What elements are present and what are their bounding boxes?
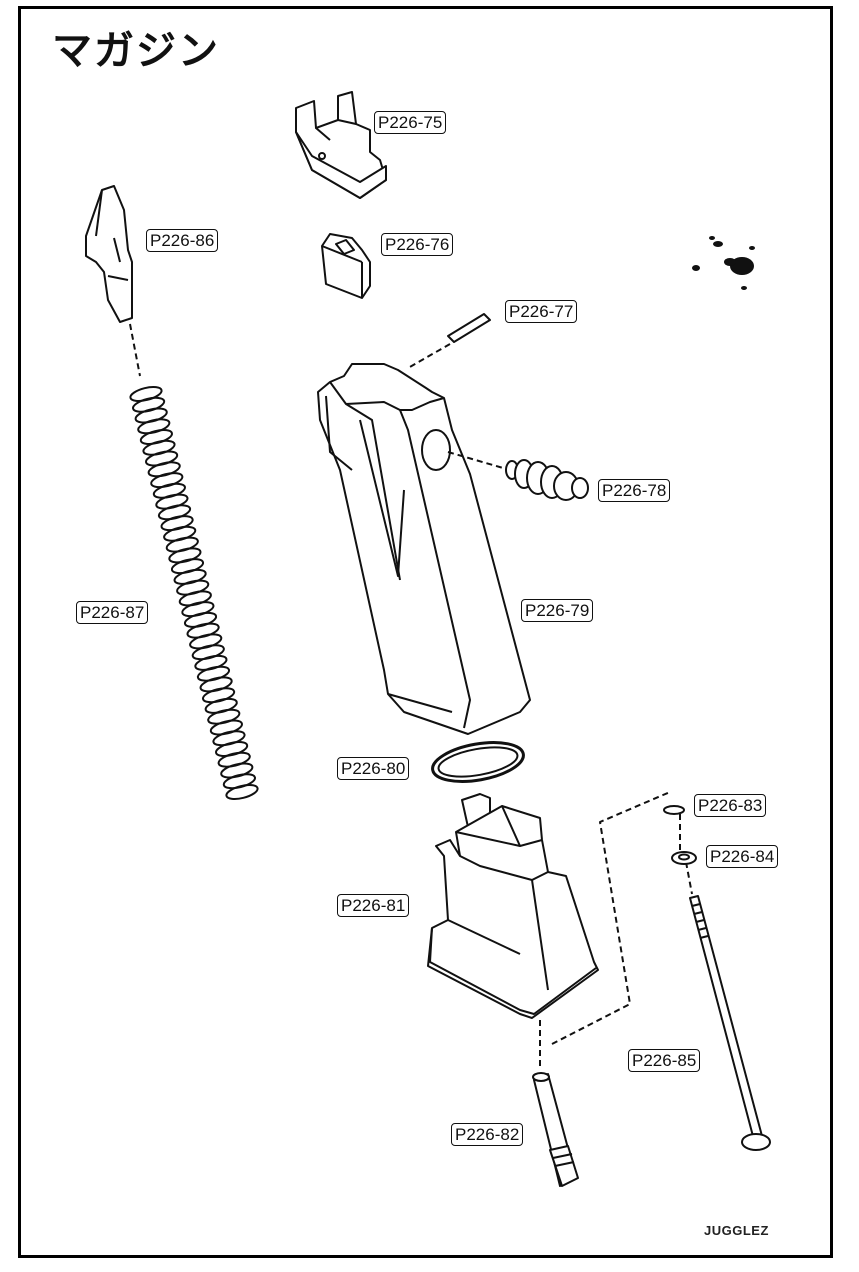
spring-coil bbox=[168, 547, 202, 564]
spring-coil bbox=[147, 461, 181, 478]
spring-coil bbox=[134, 407, 168, 424]
part-p226-79-magazine-body bbox=[317, 363, 531, 735]
spring-coil bbox=[181, 601, 215, 618]
label-p226-86: P226-86 bbox=[146, 229, 219, 252]
spring-coil bbox=[132, 396, 166, 413]
part-p226-84-washer bbox=[671, 851, 697, 865]
diagram-frame bbox=[18, 6, 833, 1258]
spring-coil bbox=[137, 418, 171, 435]
spring-coil bbox=[152, 482, 186, 499]
spring-coil bbox=[176, 579, 210, 596]
part-p226-82-guide-tube bbox=[532, 1072, 579, 1187]
label-p226-76: P226-76 bbox=[381, 233, 454, 256]
part-p226-80-o-ring bbox=[431, 741, 525, 783]
spring-coil bbox=[139, 429, 173, 445]
spring-coil bbox=[202, 687, 236, 704]
part-p226-76-block bbox=[321, 233, 371, 299]
spring-coil bbox=[209, 719, 243, 736]
spring-coil bbox=[225, 784, 259, 800]
part-p226-86-follower bbox=[85, 185, 133, 323]
spring-coil bbox=[207, 708, 241, 725]
spring-coil bbox=[183, 611, 218, 628]
label-p226-85: P226-85 bbox=[628, 1049, 701, 1072]
spring-coil bbox=[204, 697, 238, 714]
label-p226-75: P226-75 bbox=[374, 111, 447, 134]
part-p226-85-long-screw bbox=[689, 895, 771, 1151]
spring-coil bbox=[194, 654, 228, 671]
label-p226-81: P226-81 bbox=[337, 894, 410, 917]
label-p226-79: P226-79 bbox=[521, 599, 594, 622]
spring-coil bbox=[196, 665, 231, 682]
label-p226-87: P226-87 bbox=[76, 601, 149, 624]
spring-coil bbox=[215, 741, 249, 757]
spring-coil bbox=[160, 515, 194, 532]
spring-coil bbox=[191, 644, 225, 661]
spring-coil bbox=[189, 633, 223, 650]
credit-watermark: JUGGLEZ bbox=[704, 1223, 769, 1238]
label-p226-78: P226-78 bbox=[598, 479, 671, 502]
spring-coil bbox=[222, 773, 256, 790]
spring-coil bbox=[199, 676, 233, 693]
spring-coil bbox=[212, 730, 246, 747]
diagram-title: マガジン bbox=[52, 28, 220, 74]
spring-coil bbox=[165, 536, 199, 553]
part-p226-75-lip-block bbox=[295, 91, 387, 199]
spring-coil bbox=[150, 472, 184, 489]
part-p226-83-small-ring bbox=[663, 805, 685, 815]
spring-coil bbox=[155, 493, 189, 510]
label-p226-84: P226-84 bbox=[706, 845, 779, 868]
label-p226-82: P226-82 bbox=[451, 1123, 524, 1146]
spring-coil bbox=[173, 568, 207, 585]
label-p226-83: P226-83 bbox=[694, 794, 767, 817]
spring-coil bbox=[142, 439, 176, 456]
spring-coil bbox=[129, 386, 163, 402]
part-p226-87-spring bbox=[129, 386, 259, 800]
spring-coil bbox=[217, 751, 251, 768]
leader-lines bbox=[129, 323, 693, 1070]
spring-coil bbox=[170, 558, 205, 575]
label-p226-80: P226-80 bbox=[337, 757, 410, 780]
ink-smudge bbox=[692, 236, 755, 290]
spring-coil bbox=[186, 622, 220, 639]
part-p226-81-base-plate bbox=[427, 793, 599, 1019]
spring-coil bbox=[157, 504, 192, 521]
spring-coil bbox=[220, 762, 254, 779]
label-p226-77: P226-77 bbox=[505, 300, 578, 323]
part-p226-77-pin bbox=[407, 313, 491, 369]
spring-coil bbox=[163, 525, 197, 542]
spring-coil bbox=[178, 590, 212, 607]
part-p226-78-valve bbox=[447, 451, 589, 501]
spring-coil bbox=[145, 450, 179, 467]
